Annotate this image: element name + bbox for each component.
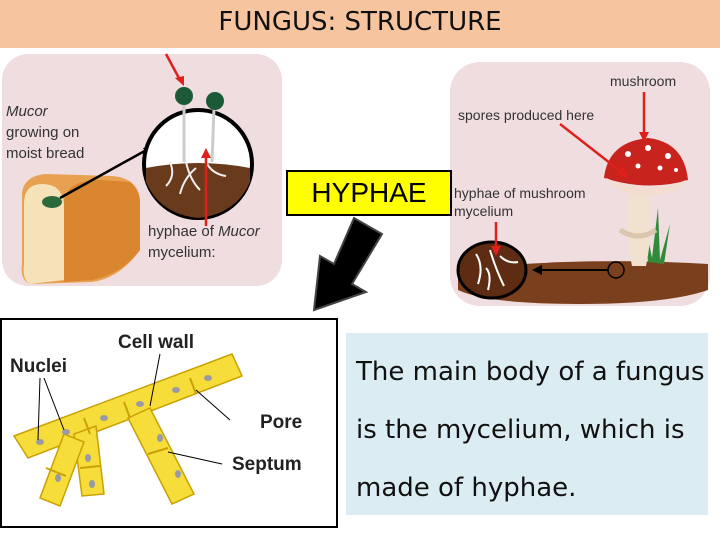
info-line-2: is the mycelium, which is — [356, 415, 685, 445]
hyphae-structure-diagram: Cell wall Nuclei Pore Septum — [0, 318, 338, 528]
mushroom-stem — [626, 192, 651, 266]
mushroom-zoom-circle — [456, 240, 528, 300]
mucor-illustration: Mucor growing on moist bread hyphae of M… — [2, 53, 282, 286]
page-title: FUNGUS: STRUCTURE — [218, 7, 502, 37]
hypha-branches — [12, 353, 244, 507]
cell-wall-label: Cell wall — [118, 332, 194, 353]
mushroom-gills — [606, 178, 686, 196]
mucor-hyphae-label-1: hyphae of Mucor — [148, 223, 261, 240]
info-line-1: The main body of a fungus — [356, 357, 705, 387]
bread-to-zoom-arrow — [59, 146, 151, 200]
septum-label: Septum — [232, 454, 302, 475]
mucor-caption-3: moist bread — [6, 145, 84, 162]
spores-label: spores produced here — [458, 107, 594, 123]
info-line-3: made of hyphae. — [356, 473, 577, 503]
mushroom-hyphae-label-2: mycelium — [454, 203, 513, 219]
mucor-caption-1: Mucor — [6, 103, 49, 120]
nuclei-dots — [36, 375, 212, 488]
sporangia-arrow — [164, 53, 182, 81]
spores-arrow — [559, 123, 625, 175]
pore-label: Pore — [260, 412, 302, 433]
down-arrow — [312, 216, 384, 312]
mold-spot — [42, 196, 62, 208]
title-bar — [0, 0, 720, 48]
mucor-zoom-circle — [142, 87, 254, 220]
label-pointers — [37, 353, 231, 465]
hyphae-label: HYPHAE — [311, 177, 427, 208]
mushroom-illustration: mushroom spores produced here hyphae of … — [450, 62, 710, 306]
info-box: The main body of a fungus is the myceliu… — [346, 333, 708, 515]
septa — [45, 377, 197, 477]
mucor-hyphae-label-2: mycelium: — [148, 244, 216, 261]
mushroom-hyphae-label-1: hyphae of mushroom — [454, 185, 586, 201]
hyphae-label-box: HYPHAE — [286, 170, 452, 216]
grass — [644, 208, 670, 264]
nuclei-label: Nuclei — [10, 356, 67, 377]
bread-loaf — [21, 174, 140, 284]
mushroom-label: mushroom — [610, 73, 676, 89]
mucor-caption-2: growing on — [6, 124, 79, 141]
